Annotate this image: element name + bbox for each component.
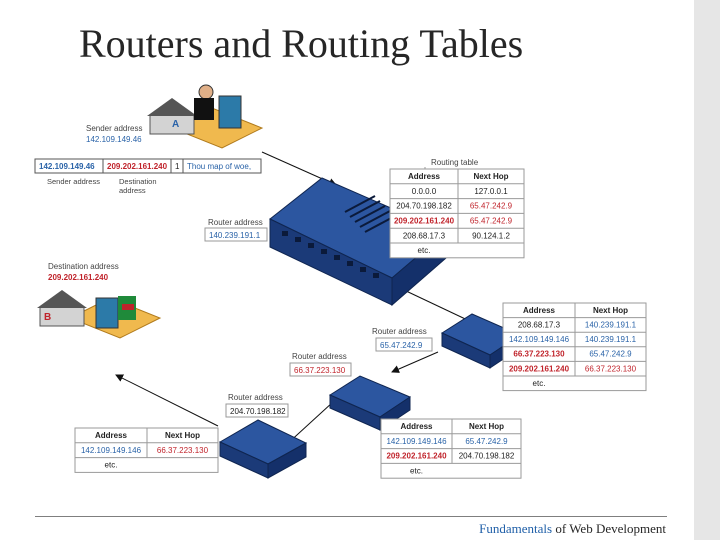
sender-address-label: Sender address	[86, 124, 142, 133]
destination-address-value: 209.202.161.240	[48, 273, 109, 282]
packet-message: Thou map of woe,	[187, 162, 251, 171]
table-cell-next-hop: 66.37.223.130	[585, 364, 637, 373]
arrow-router4-to-destination	[115, 374, 219, 427]
table-cell-address: 209.202.161.240	[394, 216, 455, 225]
table-cell-next-hop: 65.47.242.9	[470, 216, 513, 225]
router-4	[218, 419, 308, 479]
table-cell-address: 209.202.161.240	[509, 364, 570, 373]
router-2-address-box	[375, 337, 433, 352]
table-cell-address: 209.202.161.240	[386, 452, 447, 461]
table-header-address: Address	[95, 431, 128, 440]
router-3-address-value: 66.37.223.130	[294, 366, 346, 375]
arrow-router2-to-router3	[391, 351, 439, 373]
table-header-next-hop: Next Hop	[165, 431, 200, 440]
table-cell-next-hop: 90.124.1.2	[472, 231, 510, 240]
table-cell-address: 66.37.223.130	[513, 350, 565, 359]
table-cell-etc: etc.	[418, 246, 431, 255]
destination-address-label: Destination address	[48, 262, 119, 271]
table-cell-next-hop: 65.47.242.9	[589, 350, 632, 359]
table-header-next-hop: Next Hop	[593, 306, 628, 315]
router-1-address-value: 140.239.191.1	[209, 231, 261, 240]
router-4-address-label: Router address	[228, 393, 283, 402]
router-4-address-value: 204.70.198.182	[230, 407, 286, 416]
table-cell-next-hop: 65.47.242.9	[465, 437, 508, 446]
router-4-address-box	[225, 403, 289, 418]
router-2-address-value: 65.47.242.9	[380, 341, 423, 350]
table-cell-next-hop: 140.239.191.1	[585, 321, 637, 330]
table-cell-address: 208.68.17.3	[403, 231, 446, 240]
packet-destination-caption-line1: Destination	[119, 177, 157, 186]
slide-edge-bar	[694, 0, 720, 540]
routing-table-t4: Address Next Hop 142.109.149.146 66.37.223.…	[74, 427, 219, 473]
table-cell-next-hop: 140.239.191.1	[585, 335, 637, 344]
packet-number: 1	[175, 162, 180, 171]
table-header-next-hop: Next Hop	[469, 422, 504, 431]
sender-computer-illustration	[147, 84, 264, 149]
footer-highlight: Fundamentals	[479, 521, 553, 536]
router-1-address-box	[204, 227, 268, 242]
table-cell-address: 142.109.149.146	[386, 437, 447, 446]
table-cell-next-hop: 204.70.198.182	[459, 452, 515, 461]
table-header-address: Address	[408, 172, 441, 181]
footer-credit: Fundamentals of Web Development	[479, 521, 666, 537]
table-cell-etc: etc.	[533, 379, 546, 388]
footer-rule	[35, 516, 667, 517]
table-header-next-hop: Next Hop	[473, 172, 508, 181]
table-cell-next-hop: 127.0.0.1	[474, 187, 508, 196]
table-cell-address: 142.109.149.146	[81, 446, 142, 455]
packet-destination-address: 209.202.161.240	[107, 162, 168, 171]
destination-computer-illustration	[37, 290, 162, 339]
router-3-address-label: Router address	[292, 352, 347, 361]
data-packet	[34, 158, 262, 174]
slide-title: Routers and Routing Tables	[79, 21, 524, 66]
packet-sender-address: 142.109.149.46	[39, 162, 95, 171]
table-cell-address: 204.70.198.182	[396, 202, 452, 211]
table-cell-address: 208.68.17.3	[518, 321, 561, 330]
router-3-address-box	[289, 362, 352, 377]
routing-table-t1: Address Next Hop 0.0.0.0 127.0.0.1 204.70.19…	[389, 168, 525, 259]
packet-sender-caption: Sender address	[47, 177, 100, 186]
router-1-address-label: Router address	[208, 218, 263, 227]
destination-house-letter: B	[44, 312, 51, 323]
routing-table-caption: Routing table	[431, 158, 479, 167]
sender-address-value: 142.109.149.46	[86, 135, 142, 144]
table-cell-etc: etc.	[410, 466, 423, 475]
routing-table-t3: Address Next Hop 142.109.149.146 65.47.242.…	[380, 418, 522, 479]
router-2-address-label: Router address	[372, 327, 427, 336]
packet-destination-caption-line2: address	[119, 186, 146, 195]
table-cell-next-hop: 65.47.242.9	[470, 202, 513, 211]
table-cell-next-hop: 66.37.223.130	[157, 446, 209, 455]
table-header-address: Address	[523, 306, 556, 315]
table-cell-address: 0.0.0.0	[412, 187, 437, 196]
table-cell-etc: etc.	[105, 461, 118, 470]
routing-table-t2: Address Next Hop 208.68.17.3 140.239.191.1 1…	[502, 302, 647, 392]
table-header-address: Address	[400, 422, 433, 431]
footer-rest: of Web Development	[552, 521, 666, 536]
table-cell-address: 142.109.149.146	[509, 335, 570, 344]
sender-house-letter: A	[172, 119, 179, 130]
